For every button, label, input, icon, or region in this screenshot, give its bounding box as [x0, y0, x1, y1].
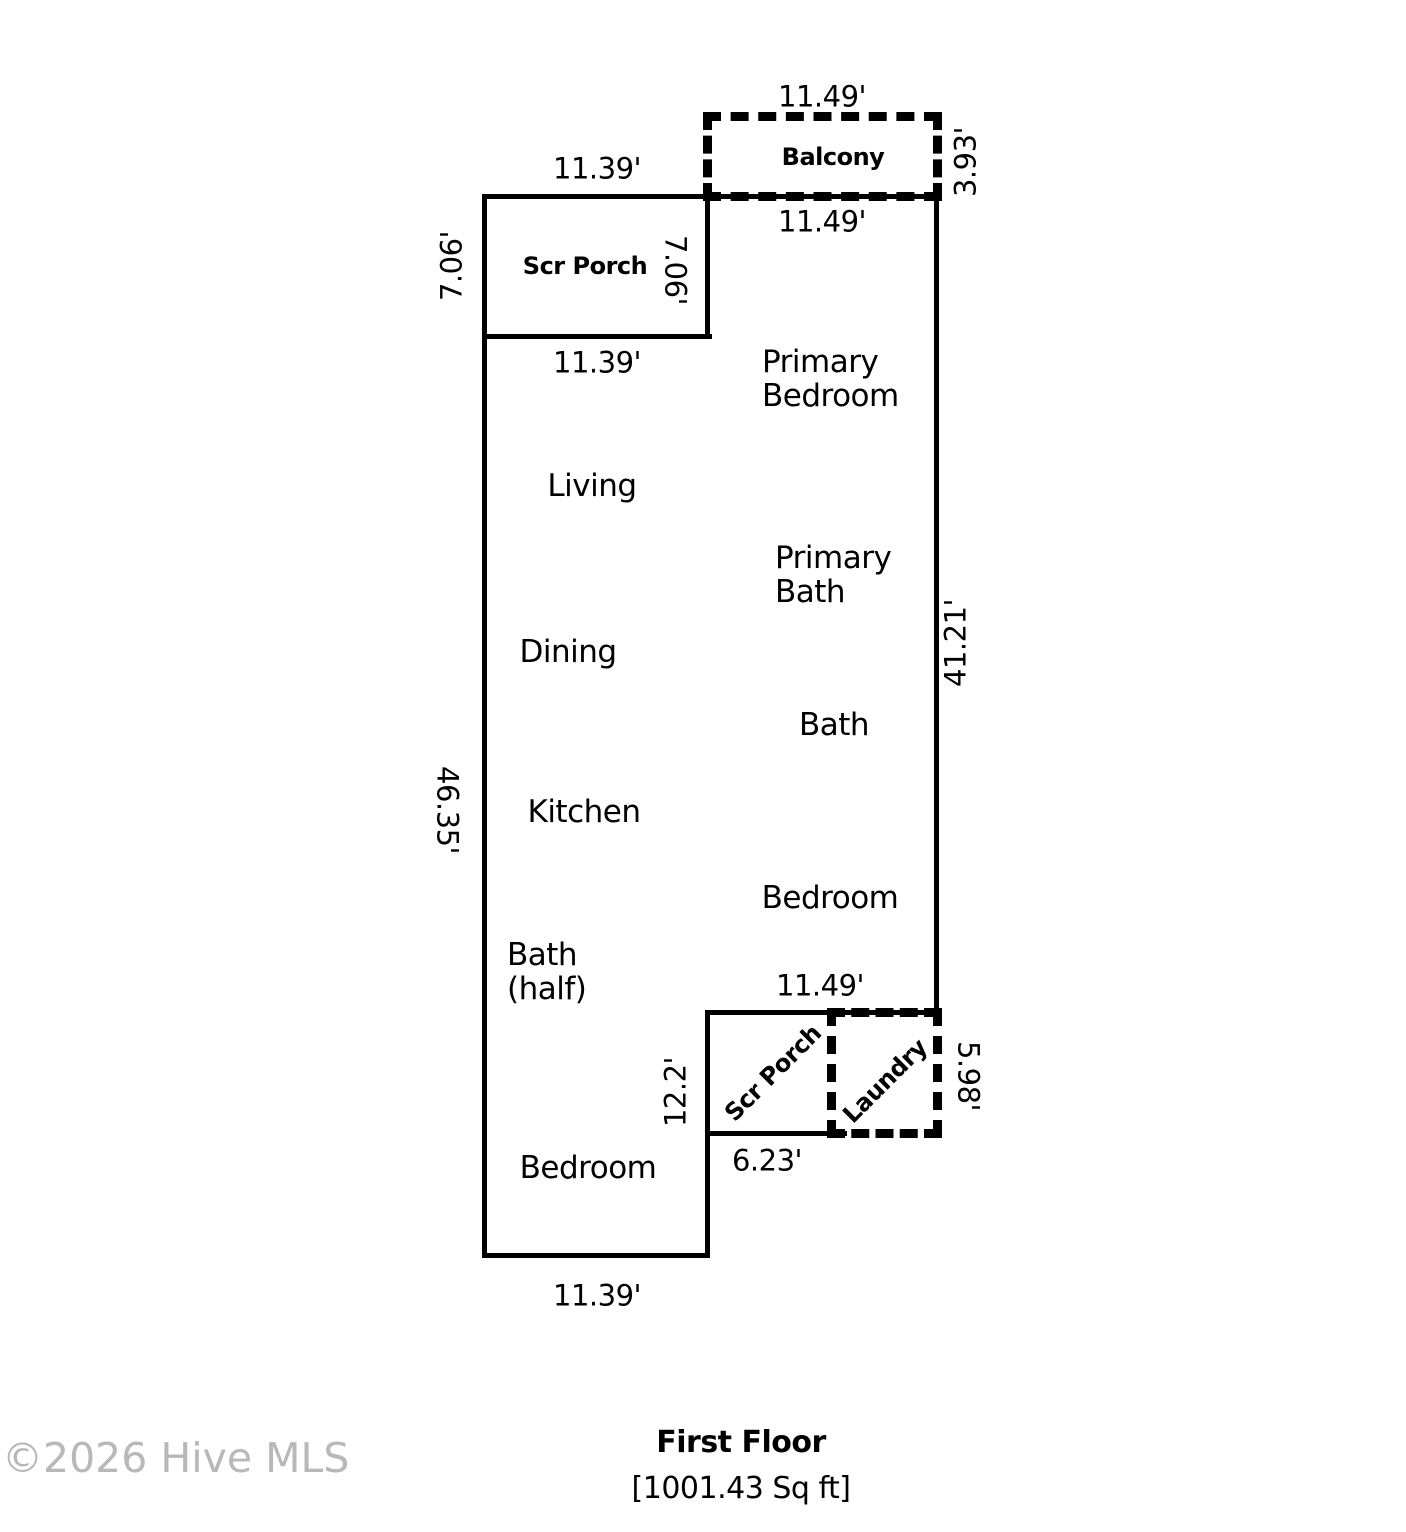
label-scr-porch-top: Scr Porch — [522, 252, 648, 280]
dim-bottom-porch-left: 12.2' — [658, 1056, 693, 1128]
dim-right-side: 41.21' — [938, 599, 973, 687]
floor-area: [1001.43 Sq ft] — [631, 1471, 851, 1506]
room-bedroom-bottom: Bedroom — [519, 1150, 657, 1186]
dim-laundry-side: 5.98' — [951, 1040, 986, 1112]
room-primary-bath: Primary Bath — [775, 540, 892, 610]
wall-left — [482, 194, 487, 1258]
room-living: Living — [547, 468, 637, 504]
bedroom-bottom-wall — [482, 1253, 710, 1258]
dim-balcony-top: 11.49' — [778, 79, 867, 114]
room-kitchen: Kitchen — [527, 794, 641, 830]
dim-below-balcony: 11.49' — [778, 204, 867, 239]
porch-top-right-wall — [705, 194, 710, 339]
dim-above-bottom-porch: 11.49' — [776, 968, 865, 1003]
porch-bottom-left-wall — [705, 1010, 710, 1136]
label-scr-porch-bottom: Scr Porch — [719, 1019, 827, 1127]
dim-below-bottom-porch: 6.23' — [731, 1143, 803, 1178]
room-bath-half: Bath (half) — [507, 937, 587, 1007]
main-bottom-wall — [705, 1010, 939, 1015]
dim-balcony-side: 3.93' — [948, 126, 983, 198]
balcony-outline — [703, 112, 942, 201]
label-balcony: Balcony — [781, 143, 885, 171]
dim-porch-left: 7.06' — [434, 230, 469, 302]
mls-watermark: ©2026 Hive MLS — [2, 1434, 350, 1482]
room-bath: Bath — [798, 707, 870, 743]
room-primary-bedroom: Primary Bedroom — [762, 344, 899, 414]
room-dining: Dining — [519, 634, 617, 670]
dim-porch-top: 11.39' — [553, 151, 642, 186]
dim-bottom: 11.39' — [553, 1278, 642, 1313]
dim-below-porch: 11.39' — [553, 345, 642, 380]
dim-porch-right-inner: 7.06' — [658, 234, 693, 306]
porch-bottom-bottom-wall — [705, 1131, 847, 1136]
wall-right — [934, 194, 939, 1016]
bedroom-right-wall — [705, 1131, 710, 1258]
room-bedroom-right: Bedroom — [761, 880, 899, 916]
dim-left-side: 46.35' — [430, 766, 465, 854]
floor-title: First Floor — [656, 1425, 826, 1460]
porch-top-bottom-wall — [482, 334, 712, 339]
laundry-outline — [827, 1008, 942, 1138]
